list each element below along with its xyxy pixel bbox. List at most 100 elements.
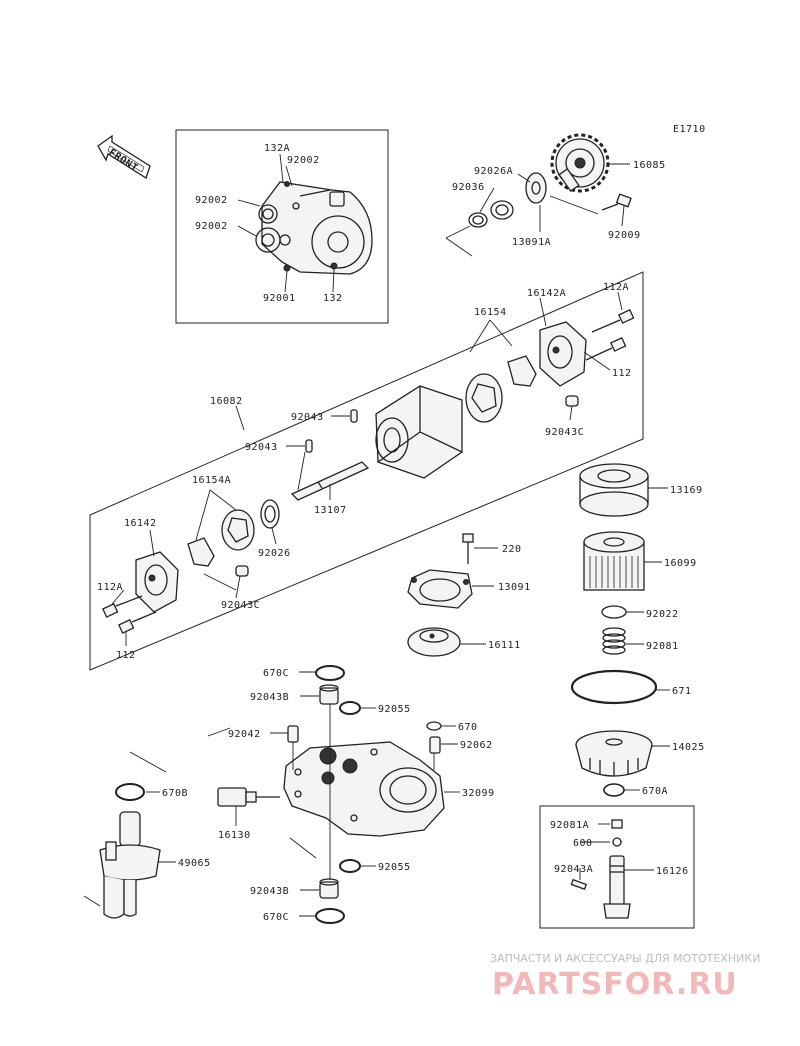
part-13091A: 13091A — [512, 237, 551, 248]
front-arrow-icon: FRONT — [97, 134, 151, 179]
part-16154: 16154 — [474, 307, 507, 318]
pump-gear-part — [550, 133, 610, 193]
diagram-code: E1710 — [673, 124, 706, 135]
sensor-16130-part — [217, 787, 280, 807]
washer-92026A-part — [490, 200, 514, 220]
assembly-leaders — [111, 291, 623, 646]
part-92026A: 92026A — [474, 166, 513, 177]
part-671: 671 — [672, 686, 692, 697]
strainer-49065-part — [83, 811, 176, 919]
housing-leaders — [207, 671, 460, 917]
watermark-top-text: ЗАПЧАСТИ И АКСЕССУАРЫ ДЛЯ МОТОТЕХНИКИ — [490, 952, 760, 965]
part-600: 600 — [573, 838, 593, 849]
part-92001: 92001 — [263, 293, 296, 304]
part-670: 670 — [458, 722, 478, 733]
part-13107: 13107 — [314, 505, 347, 516]
part-32099: 32099 — [462, 788, 495, 799]
part-92043C-bottom: 92043C — [221, 600, 260, 611]
part-92043B-top: 92043B — [250, 692, 289, 703]
part-92026: 92026 — [258, 548, 291, 559]
part-49065: 49065 — [178, 858, 211, 869]
cover-16142A-part — [539, 321, 587, 387]
part-92002-top: 92002 — [287, 155, 320, 166]
oring-670A-part — [603, 783, 625, 797]
part-13169: 13169 — [670, 485, 703, 496]
part-112A-bottom: 112A — [97, 582, 123, 593]
part-92009: 92009 — [608, 230, 641, 241]
washer-92026-part — [260, 499, 280, 529]
dowel-92043B-bottom-part — [319, 878, 339, 899]
pin-92043-b-part — [305, 439, 313, 453]
housing-32099-part — [283, 741, 445, 837]
part-16154A: 16154A — [192, 475, 231, 486]
part-16085: 16085 — [633, 160, 666, 171]
relief-valve-16126-part — [570, 819, 631, 919]
part-220: 220 — [502, 544, 522, 555]
bolt-92009-part — [601, 193, 632, 211]
filter-leaders — [624, 487, 670, 791]
pin-92043C-top-part — [565, 395, 579, 407]
bolt-220-part — [462, 533, 498, 564]
washer-92022-part — [601, 605, 627, 619]
cover-16142-part — [135, 551, 179, 613]
oring-92055-bottom-part — [339, 859, 361, 873]
part-670A: 670A — [642, 786, 668, 797]
part-92043A: 92043A — [554, 864, 593, 875]
part-112-top: 112 — [612, 368, 632, 379]
clip-92036-part — [468, 212, 488, 228]
oring-670-part — [426, 721, 442, 731]
part-670C-top: 670C — [263, 668, 289, 679]
bracket-13091-part — [407, 569, 494, 609]
rotor-inner-16154-part — [507, 355, 537, 387]
dowel-92043B-top-part — [319, 684, 339, 705]
cover-leaders — [237, 153, 335, 293]
part-16082: 16082 — [210, 396, 243, 407]
pump-cover-part — [255, 181, 373, 275]
rotor-16154-part — [465, 373, 503, 423]
pin-92062-part — [429, 736, 441, 754]
oring-671-part — [570, 669, 658, 705]
spring-92081-part — [602, 627, 626, 655]
part-92002-b: 92002 — [195, 221, 228, 232]
pin-92043-a-part — [350, 409, 358, 423]
shaft-13107-part — [290, 461, 370, 501]
oil-filter-16099-part — [583, 531, 645, 591]
bolt-112A-top-part — [591, 308, 635, 333]
spacer-13091A-part — [525, 172, 547, 204]
part-92022: 92022 — [646, 609, 679, 620]
part-16130: 16130 — [218, 830, 251, 841]
part-16111: 16111 — [488, 640, 521, 651]
part-16142A: 16142A — [527, 288, 566, 299]
bolt-112-bottom-part — [118, 611, 157, 634]
pump-assembly-frame — [89, 271, 644, 671]
relief-valve-frame — [539, 805, 695, 929]
part-132A: 132A — [264, 143, 290, 154]
part-92081: 92081 — [646, 641, 679, 652]
part-670C-bottom: 670C — [263, 912, 289, 923]
part-92043C-top: 92043C — [545, 427, 584, 438]
part-92036: 92036 — [452, 182, 485, 193]
part-92002-a: 92002 — [195, 195, 228, 206]
part-92043-a: 92043 — [291, 412, 324, 423]
part-112-bottom: 112 — [116, 650, 136, 661]
part-92043B-bottom: 92043B — [250, 886, 289, 897]
part-92042: 92042 — [228, 729, 261, 740]
part-16099: 16099 — [664, 558, 697, 569]
part-92055-bottom: 92055 — [378, 862, 411, 873]
oring-670C-bottom-part — [315, 908, 345, 924]
part-132: 132 — [323, 293, 343, 304]
oring-92055-top-part — [339, 701, 361, 715]
part-92081A: 92081A — [550, 820, 589, 831]
part-670B: 670B — [162, 788, 188, 799]
filter-cover-14025-part — [575, 730, 653, 777]
watermark-brand: PARTSFOR.RU — [492, 967, 738, 1002]
cover-group-frame — [175, 129, 389, 324]
part-14025: 14025 — [672, 742, 705, 753]
oring-670B-part — [115, 751, 167, 801]
part-16126: 16126 — [656, 866, 689, 877]
part-13091: 13091 — [498, 582, 531, 593]
pin-92043C-bottom-part — [235, 565, 249, 577]
oring-670C-top-part — [315, 665, 345, 681]
